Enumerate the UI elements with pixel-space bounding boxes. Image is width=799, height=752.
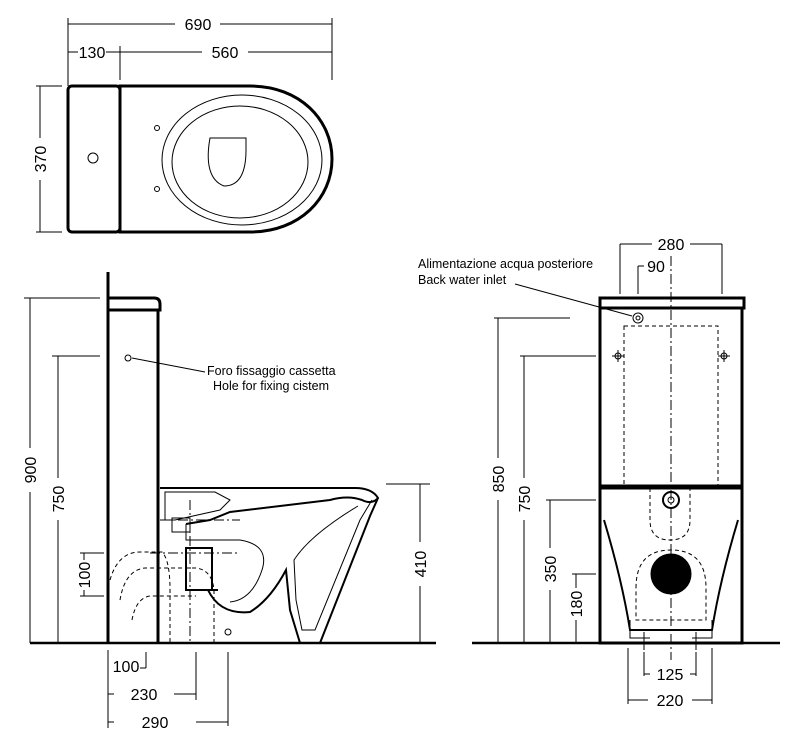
side-dashed-1 [109, 551, 171, 643]
dim-750-label: 750 [51, 486, 68, 513]
dim-350: 350 [543, 499, 596, 643]
inlet-label-en: Back water inlet [418, 273, 507, 287]
dim-100v-label: 100 [77, 562, 94, 589]
dim-850-label: 850 [491, 466, 508, 493]
dim-90-label: 90 [647, 259, 665, 276]
dim-100h-label: 100 [113, 659, 140, 676]
top-fixing-hole-2 [154, 186, 160, 192]
dim-900: 900 [23, 297, 100, 643]
front-inlet-hole [632, 312, 644, 324]
front-fixing-hole-right [718, 350, 730, 362]
dim-280: 280 [619, 237, 723, 294]
dim-750: 750 [51, 355, 100, 643]
side-fixing-hole [124, 354, 132, 362]
dim-130-label: 130 [79, 45, 106, 62]
dim-130-560: 130 560 [68, 45, 332, 80]
side-fixing-leader [131, 357, 206, 373]
dim-560-label: 560 [212, 45, 239, 62]
fixing-label-en: Hole for fixing cistem [213, 379, 329, 393]
top-bowl-outline [118, 84, 334, 234]
dim-230: 230 [108, 652, 197, 704]
top-inner-rim [161, 94, 323, 226]
dim-90: 90 [637, 259, 665, 294]
front-bowl-dashed-top [649, 488, 691, 541]
dim-750-front: 750 [517, 355, 596, 643]
dim-900-label: 900 [23, 457, 40, 484]
top-fixing-hole-1 [154, 125, 160, 131]
front-bowl-base [598, 486, 744, 645]
dim-290: 290 [108, 652, 229, 732]
inlet-leader [514, 283, 633, 317]
front-bowl-dashed-bottom [635, 549, 707, 621]
fixing-label-it: Foro fissaggio cassetta [207, 364, 336, 378]
dim-410-label: 410 [413, 551, 430, 578]
dim-220-label: 220 [657, 693, 684, 710]
side-bowl-inner [293, 499, 373, 631]
side-floor-fixing [224, 628, 232, 636]
dim-690-label: 690 [185, 17, 212, 34]
side-view: Foro fissaggio cassetta Hole for fixing … [23, 272, 436, 732]
front-fixing-hole-left [612, 350, 624, 362]
dim-100-vertical: 100 [77, 552, 104, 597]
dim-230-label: 230 [131, 687, 158, 704]
dim-180-label: 180 [569, 591, 586, 618]
side-trap [185, 524, 265, 603]
front-foot-right [692, 620, 713, 639]
dim-125-label: 125 [657, 667, 684, 684]
dim-100-horizontal: 100 [107, 650, 147, 728]
dim-410: 410 [386, 483, 430, 643]
top-view: 690 130 560 370 [33, 17, 334, 234]
dim-850: 850 [491, 317, 570, 643]
dim-370-label: 370 [33, 146, 50, 173]
top-tank-outline [66, 84, 122, 234]
dim-750f-label: 750 [517, 486, 534, 513]
side-cistern-lid [108, 296, 162, 312]
top-bowl-basin [171, 105, 309, 219]
top-tank-hole [87, 152, 99, 164]
top-waterhole [207, 137, 247, 187]
side-dashed-2 [119, 567, 215, 643]
side-bowl-body [207, 497, 379, 644]
inlet-label-it: Alimentazione acqua posteriore [418, 257, 593, 271]
front-foot-left [629, 620, 650, 639]
dim-180: 180 [569, 573, 596, 643]
dim-280-label: 280 [658, 237, 685, 254]
side-dashed-3 [131, 595, 196, 621]
dim-370: 370 [33, 85, 62, 233]
front-view: Alimentazione acqua posteriore Back wate… [418, 237, 780, 710]
dim-220: 220 [627, 648, 713, 710]
side-bowl-rim [160, 487, 380, 525]
dim-690: 690 [67, 17, 333, 86]
front-cistern-lid [598, 296, 746, 310]
dim-125: 125 [643, 652, 697, 684]
dim-290-label: 290 [142, 715, 169, 732]
dim-350-label: 350 [543, 556, 560, 583]
